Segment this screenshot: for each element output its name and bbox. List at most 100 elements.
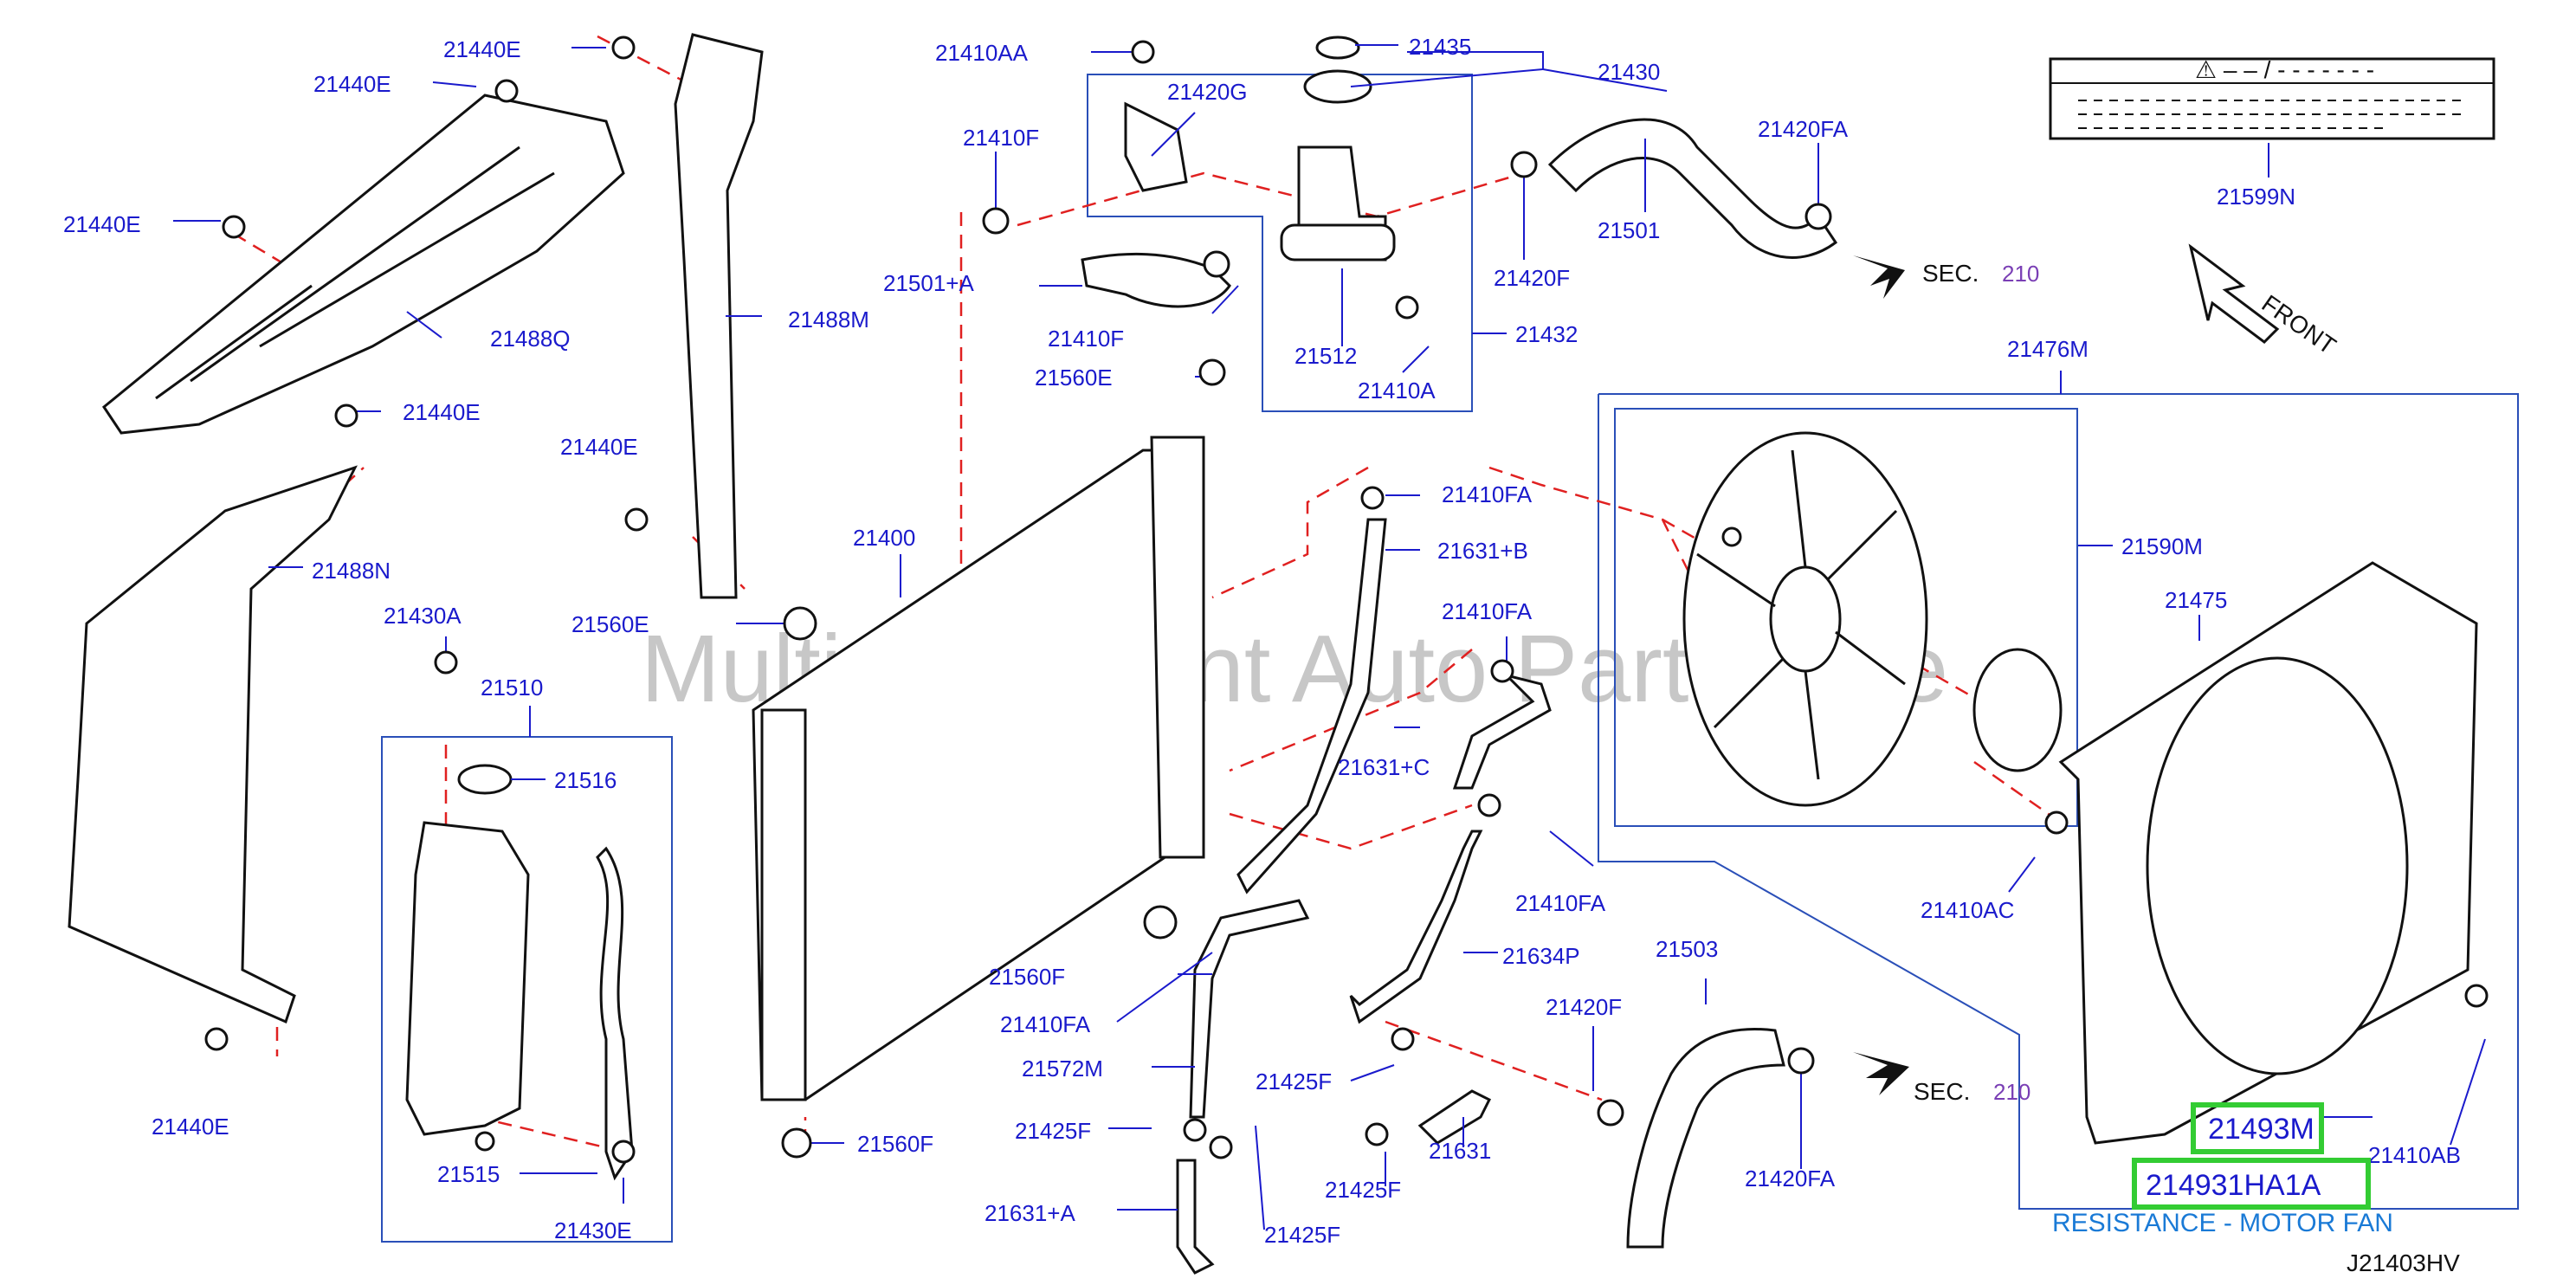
label-21488n: 21488N xyxy=(312,558,391,584)
fasteners xyxy=(204,36,2489,1164)
hose-21631b xyxy=(1236,518,1387,894)
warning-label-21599n xyxy=(2049,57,2495,140)
hose-21631c xyxy=(1452,673,1552,790)
label-21475: 21475 xyxy=(2165,587,2227,613)
label-21420g: 21420G xyxy=(1167,79,1248,105)
label-21410ab: 21410AB xyxy=(2368,1142,2461,1168)
sec-ref-bottom: SEC. 210 xyxy=(1914,1078,2030,1105)
label-21410a: 21410A xyxy=(1358,378,1436,404)
label-21440e-f: 21440E xyxy=(152,1114,229,1140)
label-21430a: 21430A xyxy=(384,603,462,629)
label-21425f-b: 21425F xyxy=(1015,1118,1091,1144)
label-21425f-a: 21425F xyxy=(1256,1069,1332,1095)
highlight-box-214931ha1a xyxy=(2132,1158,2371,1210)
label-21515: 21515 xyxy=(437,1161,500,1187)
hose-21631a xyxy=(1176,1159,1215,1275)
label-21572m: 21572M xyxy=(1022,1056,1103,1082)
highlight-label-21493m: 21493M xyxy=(2208,1113,2315,1146)
label-21410f-b: 21410F xyxy=(1048,326,1124,352)
label-21560e-a: 21560E xyxy=(1035,365,1113,391)
label-21512: 21512 xyxy=(1294,343,1357,369)
label-21488m: 21488M xyxy=(788,307,869,333)
radiator-left-tank xyxy=(760,708,807,1101)
filler-neck-pipe xyxy=(1280,223,1396,262)
sec-prefix-bottom: SEC. xyxy=(1914,1078,1970,1105)
label-21410fa-b: 21410FA xyxy=(1442,598,1533,624)
sec-number-bottom: 210 xyxy=(1993,1079,2030,1105)
label-21590m: 21590M xyxy=(2121,533,2203,559)
hose-21501a xyxy=(1081,252,1231,308)
fan-hub xyxy=(1769,565,1842,673)
label-21440e-a: 21440E xyxy=(443,36,521,62)
label-21425f-c: 21425F xyxy=(1325,1177,1401,1203)
front-arrow-icon xyxy=(2188,243,2280,344)
part-labels: 21440E 21440E 21440E 21488Q 21488M 21440… xyxy=(63,34,2461,1248)
label-21501: 21501 xyxy=(1598,217,1660,243)
radiator-21400 xyxy=(752,449,1205,1101)
sec-arrow-icon-bottom xyxy=(1853,1052,1909,1095)
upper-hose-21501 xyxy=(1547,118,1838,259)
label-21560e-b: 21560E xyxy=(571,611,649,637)
frame-21432-group xyxy=(1087,121,1472,412)
sec-number-top: 210 xyxy=(2002,261,2039,287)
label-21400: 21400 xyxy=(853,525,915,551)
label-21410fa-d: 21410FA xyxy=(1000,1011,1091,1037)
reservoir-cap-21516 xyxy=(457,764,513,795)
fan-shroud-ring xyxy=(2146,656,2409,1075)
label-21420f-a: 21420F xyxy=(1494,265,1570,291)
label-21501a: 21501+A xyxy=(883,270,974,296)
label-21440e-c: 21440E xyxy=(63,211,141,237)
hose-21572m xyxy=(1189,899,1310,1119)
hose-21631 xyxy=(1417,1089,1492,1145)
lower-hose-21503 xyxy=(1626,1028,1785,1249)
label-21420fa-a: 21420FA xyxy=(1758,116,1849,142)
label-21440e-e: 21440E xyxy=(560,434,638,460)
label-21560f-b: 21560F xyxy=(857,1131,933,1157)
label-21560f-a: 21560F xyxy=(989,964,1065,990)
label-21634p: 21634P xyxy=(1502,943,1580,969)
label-21420f-b: 21420F xyxy=(1546,994,1622,1020)
label-21430e: 21430E xyxy=(554,1217,632,1243)
reservoir-hose-21515 xyxy=(596,846,634,1181)
highlight-note: RESISTANCE - MOTOR FAN xyxy=(2052,1209,2393,1237)
sec-arrow-icon-top xyxy=(1853,255,1905,299)
hose-21634p xyxy=(1349,830,1483,1024)
label-21599n: 21599N xyxy=(2217,184,2295,210)
air-guide-21488q-rib xyxy=(155,145,555,400)
drawing-code: J21403HV xyxy=(2347,1249,2460,1276)
label-21476m: 21476M xyxy=(2007,336,2089,362)
label-21631c: 21631+C xyxy=(1338,754,1430,780)
warning-label-text: ⚠ – – / - - - - - - - xyxy=(2195,56,2374,83)
label-21631: 21631 xyxy=(1429,1138,1491,1164)
label-21410aa: 21410AA xyxy=(935,40,1029,66)
label-21410f-a: 21410F xyxy=(963,125,1039,151)
label-21503: 21503 xyxy=(1656,936,1718,962)
frame-21590M xyxy=(1614,408,2078,827)
label-21410ac: 21410AC xyxy=(1921,897,2014,923)
label-21510: 21510 xyxy=(481,675,543,701)
label-21631a: 21631+A xyxy=(985,1200,1075,1226)
label-21488q: 21488Q xyxy=(490,326,571,352)
label-21410fa-a: 21410FA xyxy=(1442,481,1533,507)
fan-blades xyxy=(1696,449,1906,780)
cap-seal-21435 xyxy=(1315,36,1360,60)
fan-motor xyxy=(1972,648,2063,772)
label-21410fa-c: 21410FA xyxy=(1515,890,1606,916)
label-21430: 21430 xyxy=(1598,59,1660,85)
bracket-21488m xyxy=(674,33,764,599)
frame-21510 xyxy=(381,736,673,1243)
label-21516: 21516 xyxy=(554,767,617,793)
label-21435: 21435 xyxy=(1409,34,1471,60)
label-21440e-b: 21440E xyxy=(313,71,391,97)
frame-21476M xyxy=(1598,393,2519,1210)
bracket-21420g xyxy=(1124,101,1188,192)
label-21440e-d: 21440E xyxy=(403,399,481,425)
label-21631b: 21631+B xyxy=(1437,538,1528,564)
label-21420fa-b: 21420FA xyxy=(1745,1166,1836,1191)
radiator-cap-21430 xyxy=(1303,69,1372,104)
reservoir-tank-21510 xyxy=(405,821,530,1136)
label-21432: 21432 xyxy=(1515,321,1578,347)
sec-ref-top: SEC. 210 xyxy=(1922,260,2039,287)
label-21425f-d: 21425F xyxy=(1264,1222,1340,1248)
